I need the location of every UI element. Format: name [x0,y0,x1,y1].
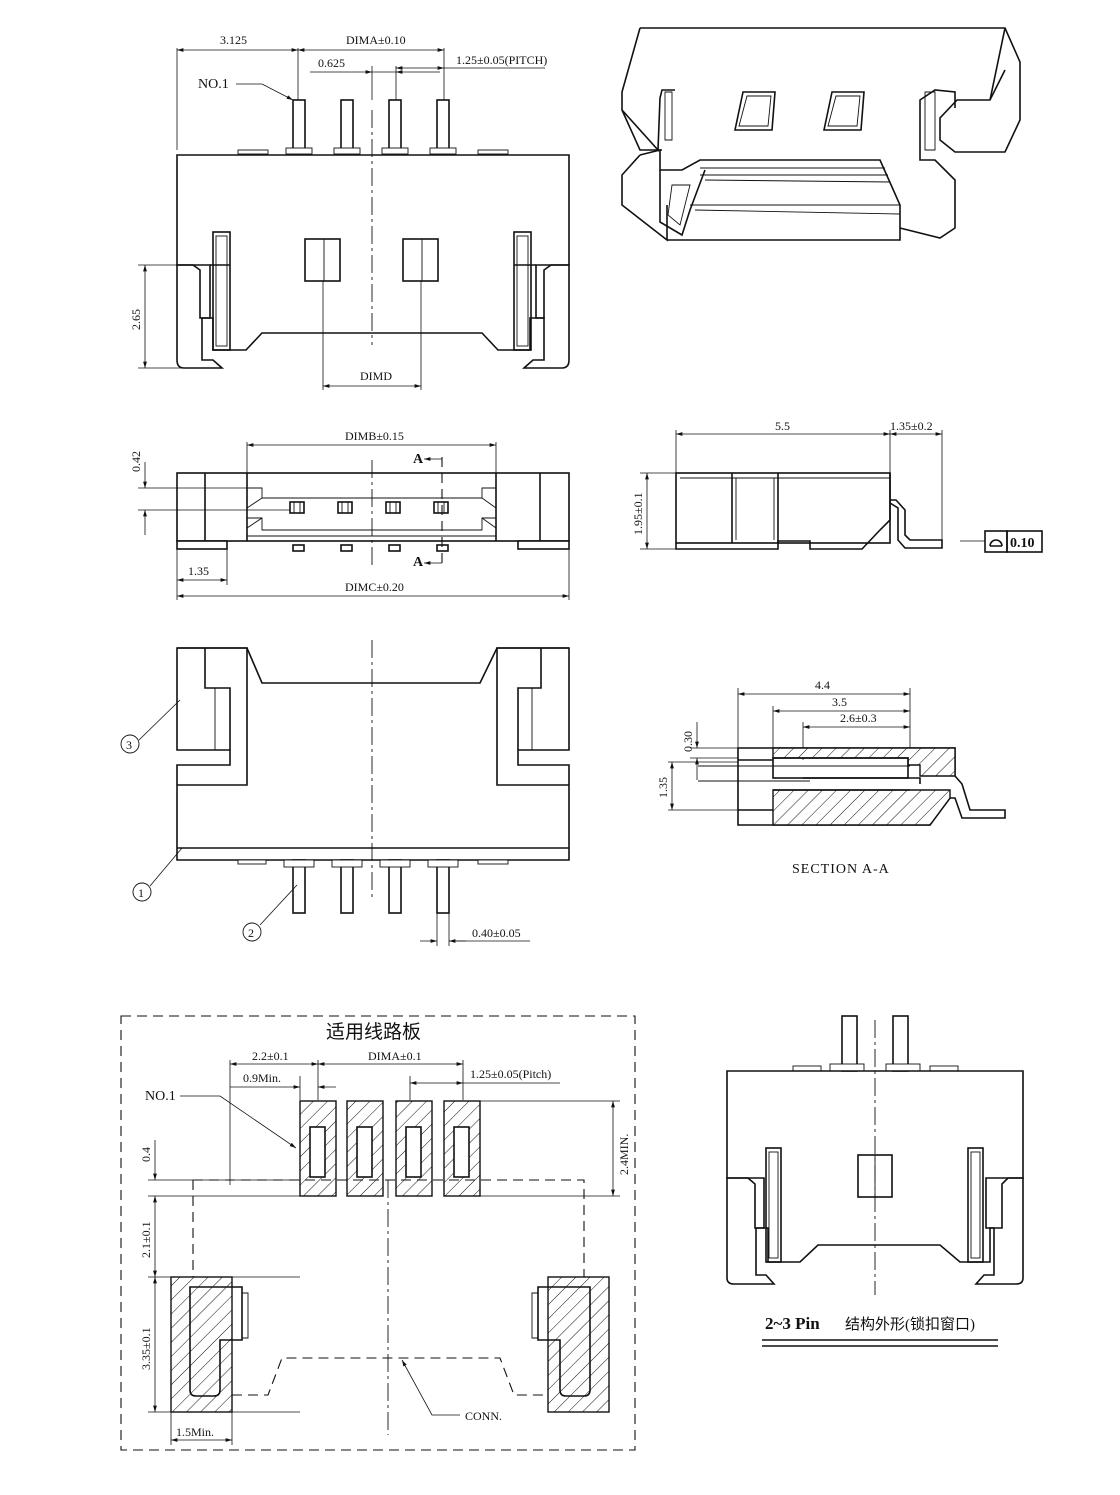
label-no1: NO.1 [198,77,229,92]
dim-265: 2.65 [129,309,143,330]
dim-44: 4.4 [815,678,830,692]
label-no1-pcb: NO.1 [145,1089,176,1104]
isometric-view [621,27,1021,242]
dim-135-section: 1.35 [656,777,670,798]
dim-335: 3.35±0.1 [139,1327,153,1370]
caption-bold: 2~3 Pin [765,1314,820,1333]
callout-2: 2 [248,926,254,940]
dim-15: 1.5Min. [176,1425,214,1439]
dim-dimb: DIMB±0.15 [345,429,404,443]
dim-040: 0.40±0.05 [472,926,521,940]
dim-22: 2.2±0.1 [252,1049,289,1063]
dim-04: 0.4 [139,1147,153,1162]
dim-042: 0.42 [129,451,143,472]
label-conn: CONN. [465,1409,502,1423]
callout-1: 1 [138,886,144,900]
dim-35: 3.5 [832,695,847,709]
dim-dima-pcb: DIMA±0.1 [368,1049,422,1063]
dim-dimd: DIMD [360,369,392,383]
pcb-layout: 适用线路板 2.2±0.1 DIMA±0.1 0.9Min. 1.25±0.05… [120,1015,636,1451]
dim-dimc: DIMC±0.20 [345,580,404,594]
top-view: 3.125 DIMA±0.10 0.625 1.25±0.05(PITCH) N… [129,33,570,390]
mounting-pads [170,1276,610,1413]
dim-dima: DIMA±0.10 [346,33,406,47]
front-view: DIMB±0.15 A A [129,429,570,600]
section-title: SECTION A-A [792,862,890,877]
section-mark-a-top: A [413,452,424,467]
dim-26: 2.6±0.3 [840,711,877,725]
signal-pads [299,1100,481,1197]
bottom-view: 3 1 2 0.40±0.05 [120,640,570,946]
dim-030: 0.30 [681,731,695,752]
section-view: 4.4 3.5 2.6±0.3 0.30 1.35 SECTION A-A [656,678,1006,877]
dim-pitch: 1.25±0.05(PITCH) [456,53,547,67]
dim-55: 5.5 [775,419,790,433]
callout-3: 3 [126,738,132,752]
side-view: 5.5 1.35±0.2 1.95±0.1 0.10 [631,419,1043,553]
dim-135-front: 1.35 [188,564,209,578]
pcb-title: 适用线路板 [326,1021,421,1043]
section-mark-a-bottom: A [413,555,424,570]
caption-text: 结构外形(锁扣窗口) [845,1315,975,1333]
dim-21: 2.1±0.1 [139,1221,153,1258]
dim-0625: 0.625 [318,56,345,70]
dim-24: 2.4MIN. [617,1134,631,1175]
dim-09: 0.9Min. [243,1071,281,1085]
small-pin-view: 2~3 Pin 结构外形(锁扣窗口) [726,1015,1024,1347]
dim-3125: 3.125 [220,33,247,47]
flatness-value: 0.10 [1010,536,1035,551]
dim-pitch-pcb: 1.25±0.05(Pitch) [470,1067,551,1081]
dim-195: 1.95±0.1 [631,492,645,535]
dim-135-side: 1.35±0.2 [890,419,933,433]
